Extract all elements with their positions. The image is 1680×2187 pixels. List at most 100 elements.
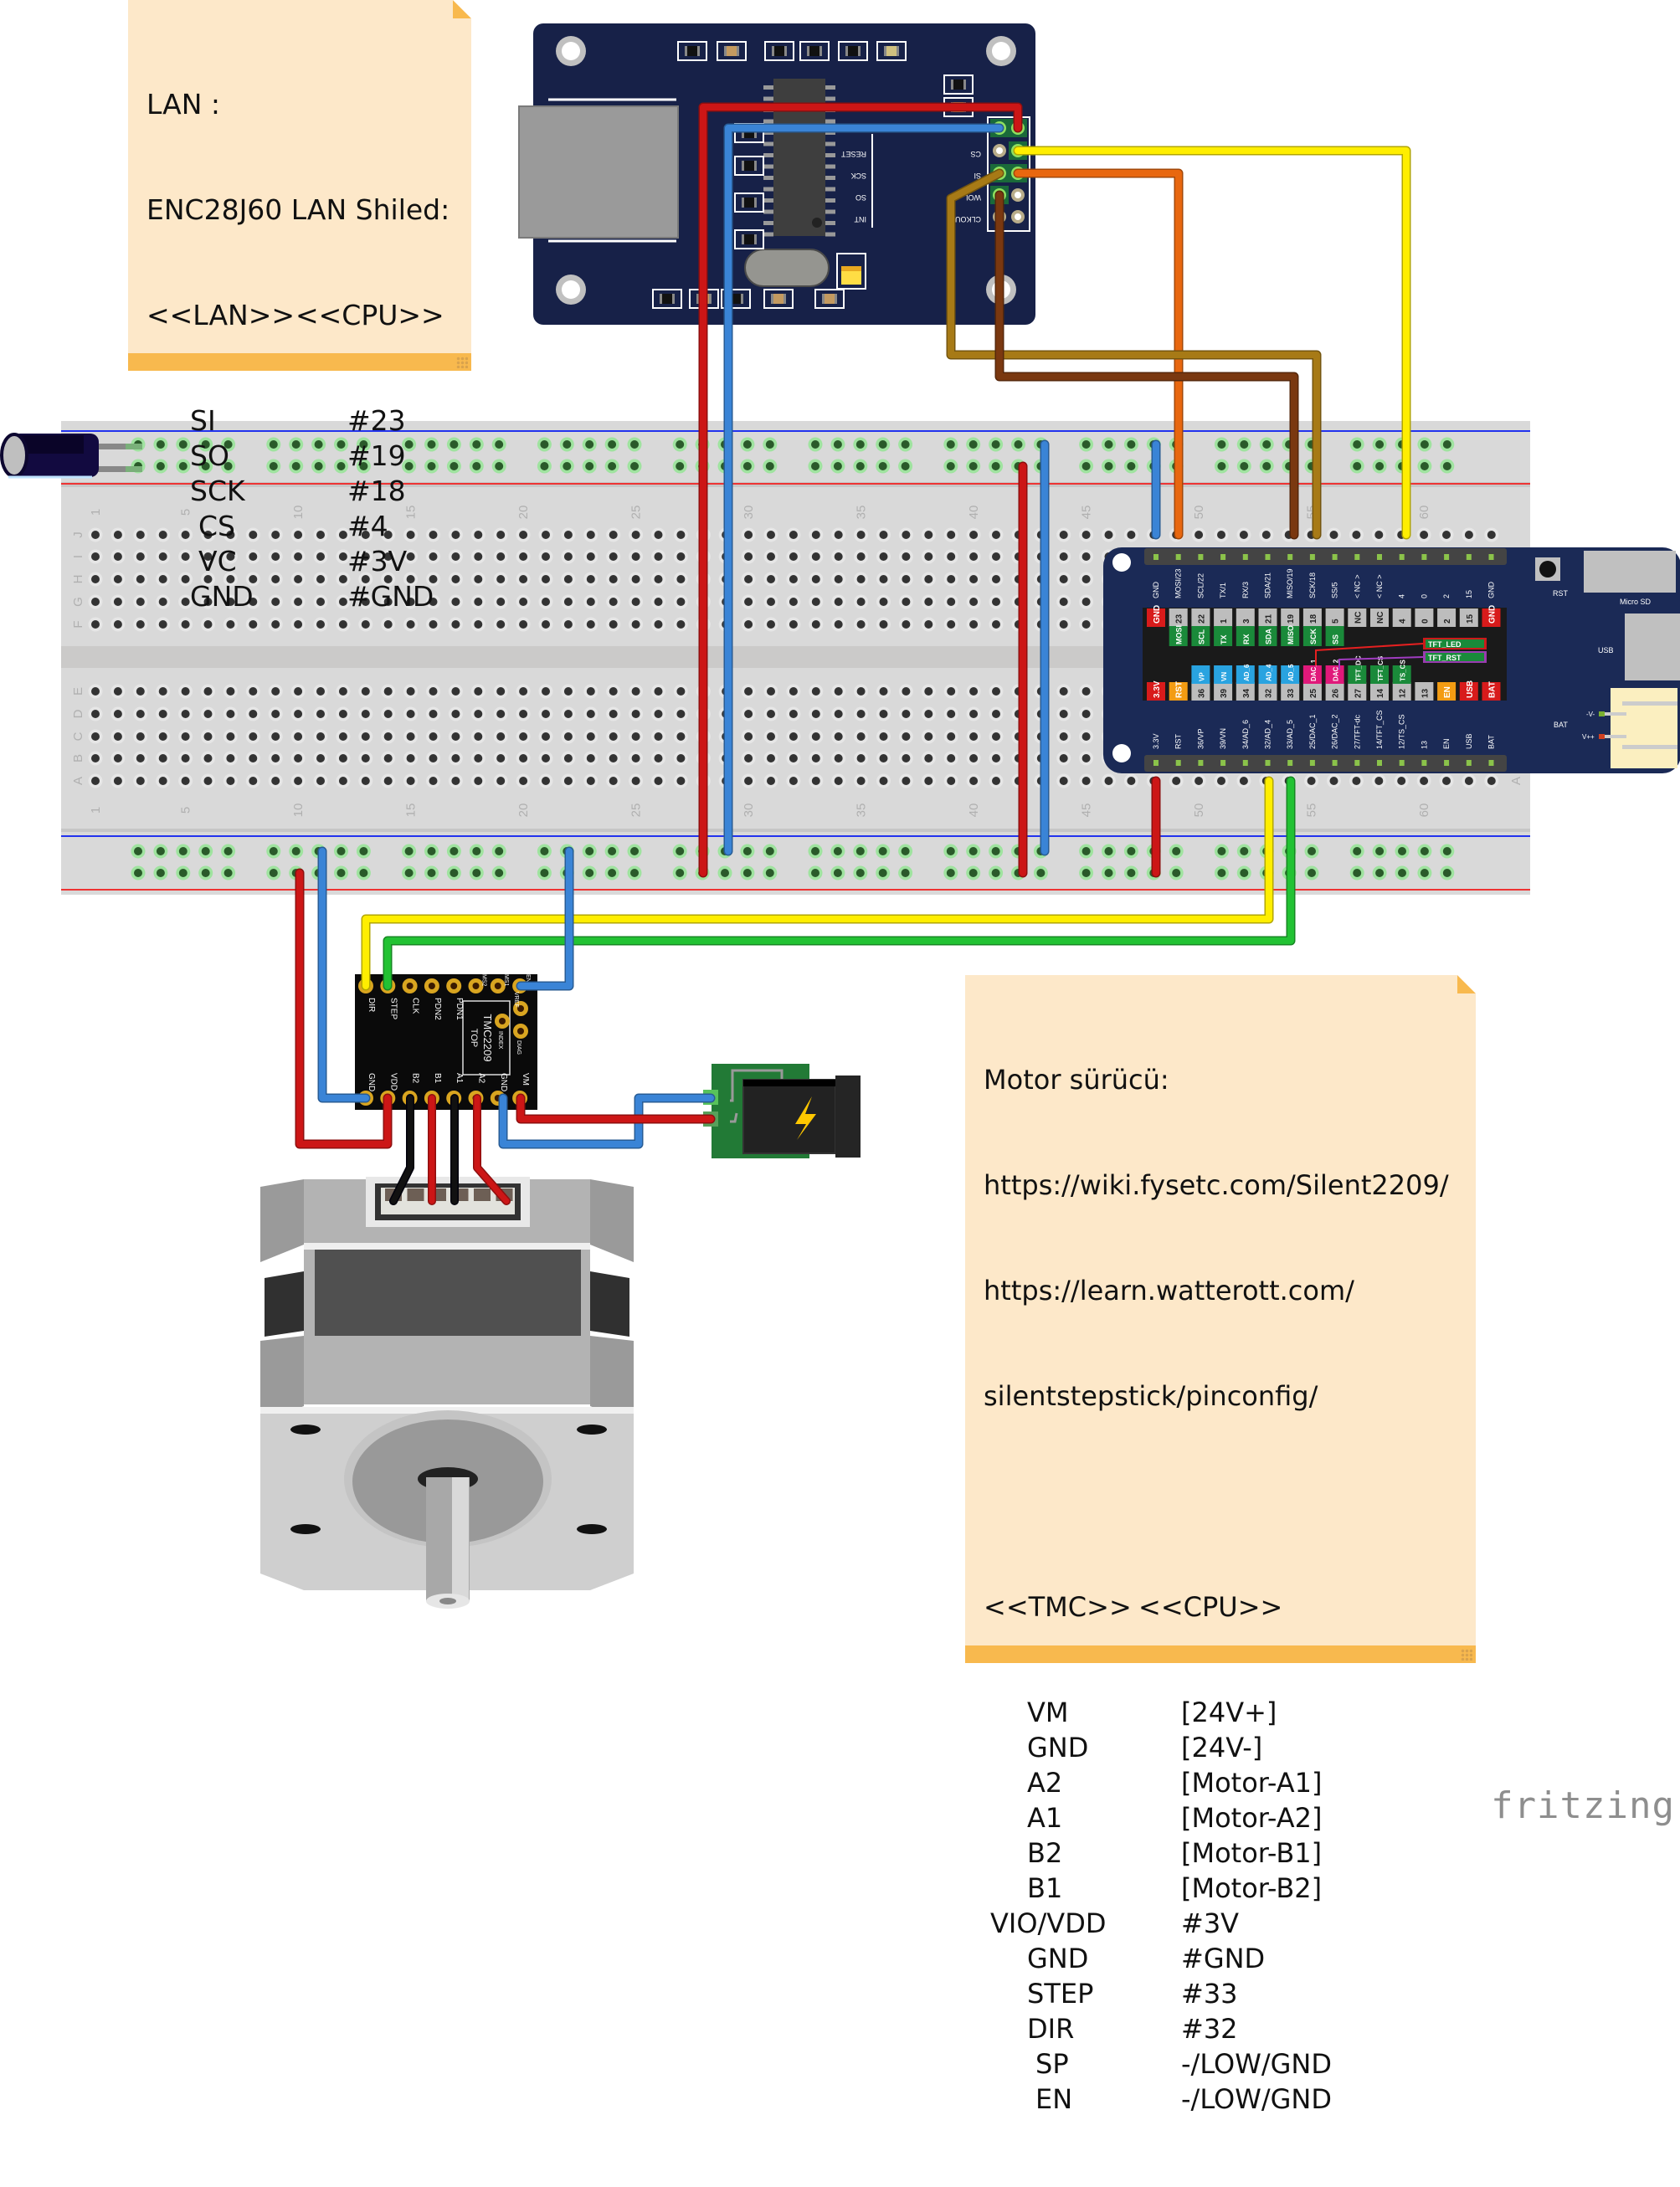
bat-label: BAT bbox=[1554, 721, 1568, 729]
esp32-bottom-pin[interactable] bbox=[1354, 760, 1360, 766]
row-label: F bbox=[71, 620, 85, 628]
dc-power-jack[interactable] bbox=[703, 1064, 861, 1158]
esp32-bottom-pin[interactable] bbox=[1377, 760, 1382, 766]
motor-note-row: B2[Motor-B1] bbox=[984, 1835, 1449, 1871]
esp32-top-func: MISO bbox=[1287, 625, 1295, 644]
esp32-bottom-pin[interactable] bbox=[1175, 760, 1181, 766]
esp32-bottom-pin[interactable] bbox=[1220, 760, 1226, 766]
microsd-slot bbox=[1584, 551, 1676, 593]
esp32-bottom-pin[interactable] bbox=[1444, 760, 1450, 766]
lan-note-subtitle: ENC28J60 LAN Shiled: bbox=[146, 193, 450, 226]
tft-led-tag: TFT_LED bbox=[1428, 640, 1462, 649]
motor-driver-note[interactable]: Motor sürücü: https://wiki.fysetc.com/Si… bbox=[965, 975, 1476, 2115]
esp32-bottom-pin[interactable] bbox=[1421, 760, 1427, 766]
wire-tmc-gnd-rail[interactable] bbox=[319, 848, 369, 1101]
motor-note-pin: STEP bbox=[1027, 1978, 1094, 2010]
esp32-bottom-pin[interactable] bbox=[1466, 760, 1472, 766]
wire-motor-b2[interactable] bbox=[390, 1095, 414, 1204]
motor-note-row: GND[24V-] bbox=[984, 1730, 1449, 1765]
lan-note-target: #4 bbox=[347, 510, 388, 542]
wire-tmc-gnd-jack[interactable] bbox=[500, 1095, 714, 1147]
esp32-bottom-pin[interactable] bbox=[1242, 760, 1248, 766]
esp32-top-pin[interactable] bbox=[1198, 554, 1204, 560]
motor-note-link-3[interactable]: silentstepstick/pinconfig/ bbox=[984, 1380, 1318, 1412]
tmc-top-pin-label: DIR bbox=[367, 998, 376, 1012]
esp32-bottom-pin[interactable] bbox=[1265, 760, 1271, 766]
esp32-top-pin[interactable] bbox=[1354, 554, 1360, 560]
wire-enc-vcc[interactable] bbox=[700, 104, 1021, 876]
tmc-top-pin-label: PDN2 bbox=[433, 998, 442, 1020]
lan-note-title: LAN : bbox=[146, 88, 221, 121]
esp32-top-pin[interactable] bbox=[1242, 554, 1248, 560]
esp32-top-pin[interactable] bbox=[1444, 554, 1450, 560]
column-label: 35 bbox=[855, 803, 869, 818]
wire-enc-si[interactable] bbox=[1015, 170, 1182, 538]
wire-enc-gnd[interactable] bbox=[725, 125, 1003, 855]
esp32-top-pin[interactable] bbox=[1377, 554, 1382, 560]
motor-note-row: A1[Motor-A2] bbox=[984, 1800, 1449, 1835]
esp32-bottom-pin[interactable] bbox=[1488, 760, 1494, 766]
column-label: 10 bbox=[291, 506, 306, 520]
wire-tmc-vdd-3v[interactable] bbox=[296, 870, 391, 1147]
lan-note-row: CS#4 bbox=[146, 509, 450, 544]
wire-esp-33-step[interactable] bbox=[384, 778, 1294, 989]
electrolytic-capacitor[interactable] bbox=[0, 433, 142, 479]
esp32-top-pin[interactable] bbox=[1332, 554, 1338, 560]
esp32-bottom-tag: 36 bbox=[1197, 688, 1206, 698]
wire-enc-sck[interactable] bbox=[948, 170, 1320, 538]
motor-note-pin: GND bbox=[1027, 1732, 1089, 1763]
lan-note-pin: VC bbox=[198, 545, 237, 578]
esp32-top-pin[interactable] bbox=[1265, 554, 1271, 560]
esp32-bottom-pin[interactable] bbox=[1399, 760, 1405, 766]
wire-enc-cs[interactable] bbox=[1015, 147, 1410, 538]
battery-connector bbox=[1611, 688, 1677, 768]
wire-motor-a2[interactable] bbox=[474, 1095, 510, 1204]
esp32-top-pin[interactable] bbox=[1287, 554, 1293, 560]
esp32-bottom-pin[interactable] bbox=[1309, 760, 1315, 766]
esp32-top-pin[interactable] bbox=[1220, 554, 1226, 560]
esp32-bottom-pin-label: EN bbox=[1442, 738, 1451, 749]
motor-note-target: [Motor-B1] bbox=[1181, 1837, 1323, 1869]
stepper-motor[interactable] bbox=[260, 1177, 634, 1609]
esp32-top-pin[interactable] bbox=[1466, 554, 1472, 560]
esp32-bottom-pin-label: 3.3V bbox=[1152, 733, 1160, 749]
esp32-bottom-pin[interactable] bbox=[1198, 760, 1204, 766]
wire-esp-32-dir[interactable] bbox=[362, 778, 1272, 989]
esp32-bottom-pin-label: 25/DAC_1 bbox=[1308, 714, 1317, 749]
enc-pin-label: CS bbox=[970, 150, 981, 158]
wire-tmc-en-gnd[interactable] bbox=[517, 848, 573, 989]
esp32-bottom-pin[interactable] bbox=[1287, 760, 1293, 766]
note-resize-grip[interactable] bbox=[456, 357, 468, 368]
esp32-top-tag: 4 bbox=[1399, 619, 1408, 624]
column-label: 40 bbox=[967, 803, 981, 818]
esp32-bottom-tag: 34 bbox=[1242, 688, 1251, 698]
enc28j60-chip bbox=[773, 79, 825, 236]
esp32-top-pin-label: 15 bbox=[1465, 590, 1473, 598]
motor-note-link-1[interactable]: https://wiki.fysetc.com/Silent2209/ bbox=[984, 1169, 1449, 1201]
lan-note-target: #19 bbox=[347, 439, 406, 472]
esp32-bottom-pin[interactable] bbox=[1332, 760, 1338, 766]
enc-pin-label: SI bbox=[974, 172, 981, 180]
tft-rst-tag: TFT_RST bbox=[1428, 654, 1462, 662]
esp32-top-tag: 19 bbox=[1287, 613, 1296, 624]
esp32-top-pin[interactable] bbox=[1309, 554, 1315, 560]
lan-pinout-note[interactable]: LAN : ENC28J60 LAN Shiled: <<LAN>> <<CPU… bbox=[128, 0, 471, 613]
esp32-top-pin[interactable] bbox=[1421, 554, 1427, 560]
wire-tmc-vm-jack[interactable] bbox=[517, 1095, 714, 1122]
note-resize-grip[interactable] bbox=[1461, 1649, 1472, 1661]
motor-note-target: #GND bbox=[1181, 1943, 1266, 1974]
esp32-top-pin[interactable] bbox=[1488, 554, 1494, 560]
enc-pin-label: WOL bbox=[963, 193, 981, 202]
esp32-top-pin-label: GND bbox=[1152, 582, 1160, 599]
row-label: B bbox=[71, 754, 85, 762]
esp32-top-pin[interactable] bbox=[1399, 554, 1405, 560]
motor-note-pin: VIO/VDD bbox=[990, 1907, 1107, 1939]
esp32-top-pin[interactable] bbox=[1175, 554, 1181, 560]
motor-note-link-2[interactable]: https://learn.watterott.com/ bbox=[984, 1275, 1354, 1307]
esp32-top-pin[interactable] bbox=[1153, 554, 1159, 560]
esp32-bottom-pin[interactable] bbox=[1153, 760, 1159, 766]
wire-enc-so[interactable] bbox=[996, 192, 1297, 538]
